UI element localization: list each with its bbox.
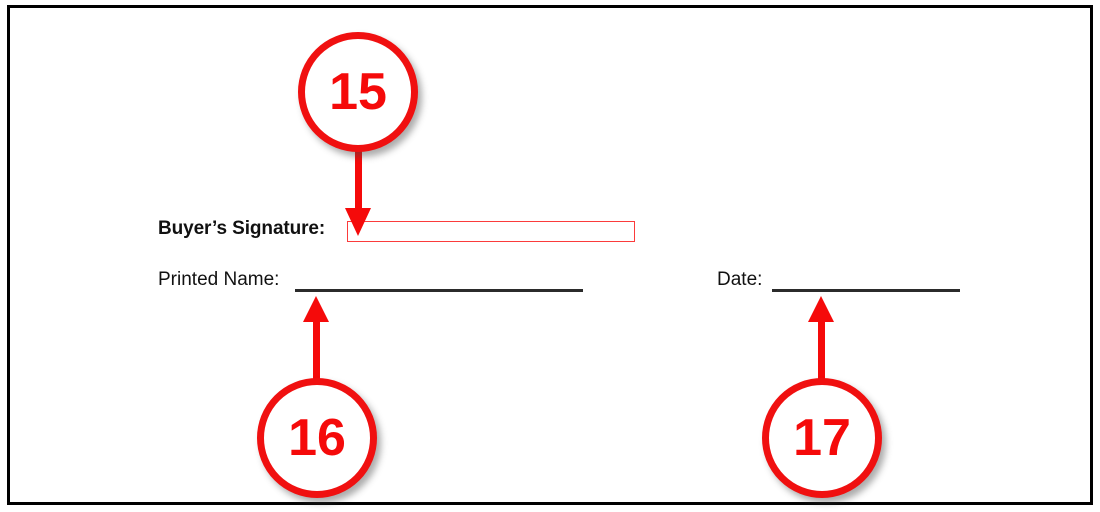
- arrow-stem: [355, 146, 362, 216]
- callout-arrow-up-icon: [302, 296, 332, 384]
- callout-badge-number: 16: [288, 409, 346, 467]
- date-label: Date:: [717, 269, 763, 290]
- printed-name-fill-line[interactable]: [295, 289, 583, 292]
- document-page-border: Buyer’s Signature: Printed Name: Date: 1…: [7, 5, 1093, 505]
- date-fill-line[interactable]: [772, 289, 960, 292]
- callout-badge-17: 17: [762, 378, 882, 498]
- printed-name-label: Printed Name:: [158, 269, 280, 290]
- arrow-head: [808, 296, 834, 322]
- callout-arrow-down-icon: [344, 146, 374, 240]
- callout-badge-number: 15: [329, 63, 387, 121]
- arrow-stem: [313, 320, 320, 384]
- arrow-head: [303, 296, 329, 322]
- arrow-head: [345, 208, 371, 236]
- callout-arrow-up-icon: [807, 296, 837, 384]
- buyers-signature-input[interactable]: [347, 221, 635, 242]
- buyers-signature-label: Buyer’s Signature:: [158, 218, 326, 239]
- callout-badge-number: 17: [793, 409, 851, 467]
- arrow-stem: [818, 320, 825, 384]
- callout-badge-16: 16: [257, 378, 377, 498]
- callout-badge-15: 15: [298, 32, 418, 152]
